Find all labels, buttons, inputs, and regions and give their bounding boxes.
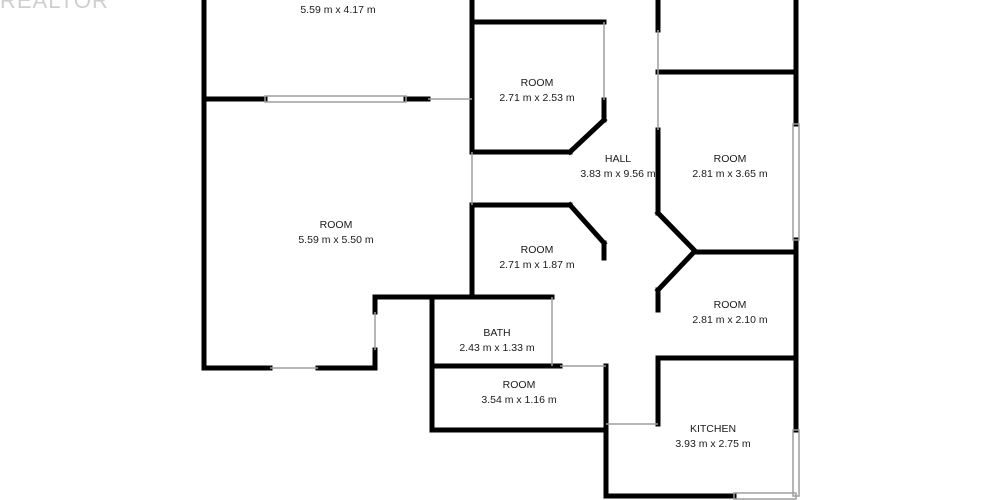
window-east-upper	[792, 123, 800, 241]
realtor-watermark: REALTOR	[0, 0, 109, 13]
room-mid-lower-dims: 2.71 m x 1.87 m	[499, 259, 575, 271]
kitchen-name: KITCHEN	[690, 423, 736, 435]
room-mid-upper-name: ROOM	[521, 77, 554, 89]
wall-mid-upper-chamfer	[566, 116, 608, 156]
windows	[264, 22, 800, 500]
bath-dims: 2.43 m x 1.33 m	[459, 342, 535, 354]
room-right-lower-name: ROOM	[714, 299, 747, 311]
room-right-upper-dims: 2.81 m x 3.65 m	[692, 168, 768, 180]
wall-right-chamfer-lower	[654, 248, 698, 294]
window-sliding-door	[264, 95, 407, 103]
hall-name: HALL	[605, 153, 631, 165]
wall-mid-lower-chamfer	[566, 201, 608, 247]
room-right-lower-dims: 2.81 m x 2.10 m	[692, 314, 768, 326]
window-kitchen-south	[733, 492, 797, 500]
room-right-upper-name: ROOM	[714, 153, 747, 165]
room-large-left-name: ROOM	[320, 219, 353, 231]
kitchen-dims: 3.93 m x 2.75 m	[675, 438, 751, 450]
hall-dims: 3.83 m x 9.56 m	[580, 168, 656, 180]
room-small-bottom-dims: 3.54 m x 1.16 m	[481, 394, 557, 406]
room-mid-upper-dims: 2.71 m x 2.53 m	[499, 92, 575, 104]
room-top-left-dims: 5.59 m x 4.17 m	[300, 4, 376, 16]
room-mid-lower-name: ROOM	[521, 244, 554, 256]
walls	[201, 0, 799, 499]
window-kitchen-east	[792, 429, 800, 497]
wall-right-chamfer-upper	[654, 209, 698, 254]
room-large-left-dims: 5.59 m x 5.50 m	[298, 234, 374, 246]
bath-name: BATH	[483, 327, 510, 339]
room-small-bottom-name: ROOM	[503, 379, 536, 391]
